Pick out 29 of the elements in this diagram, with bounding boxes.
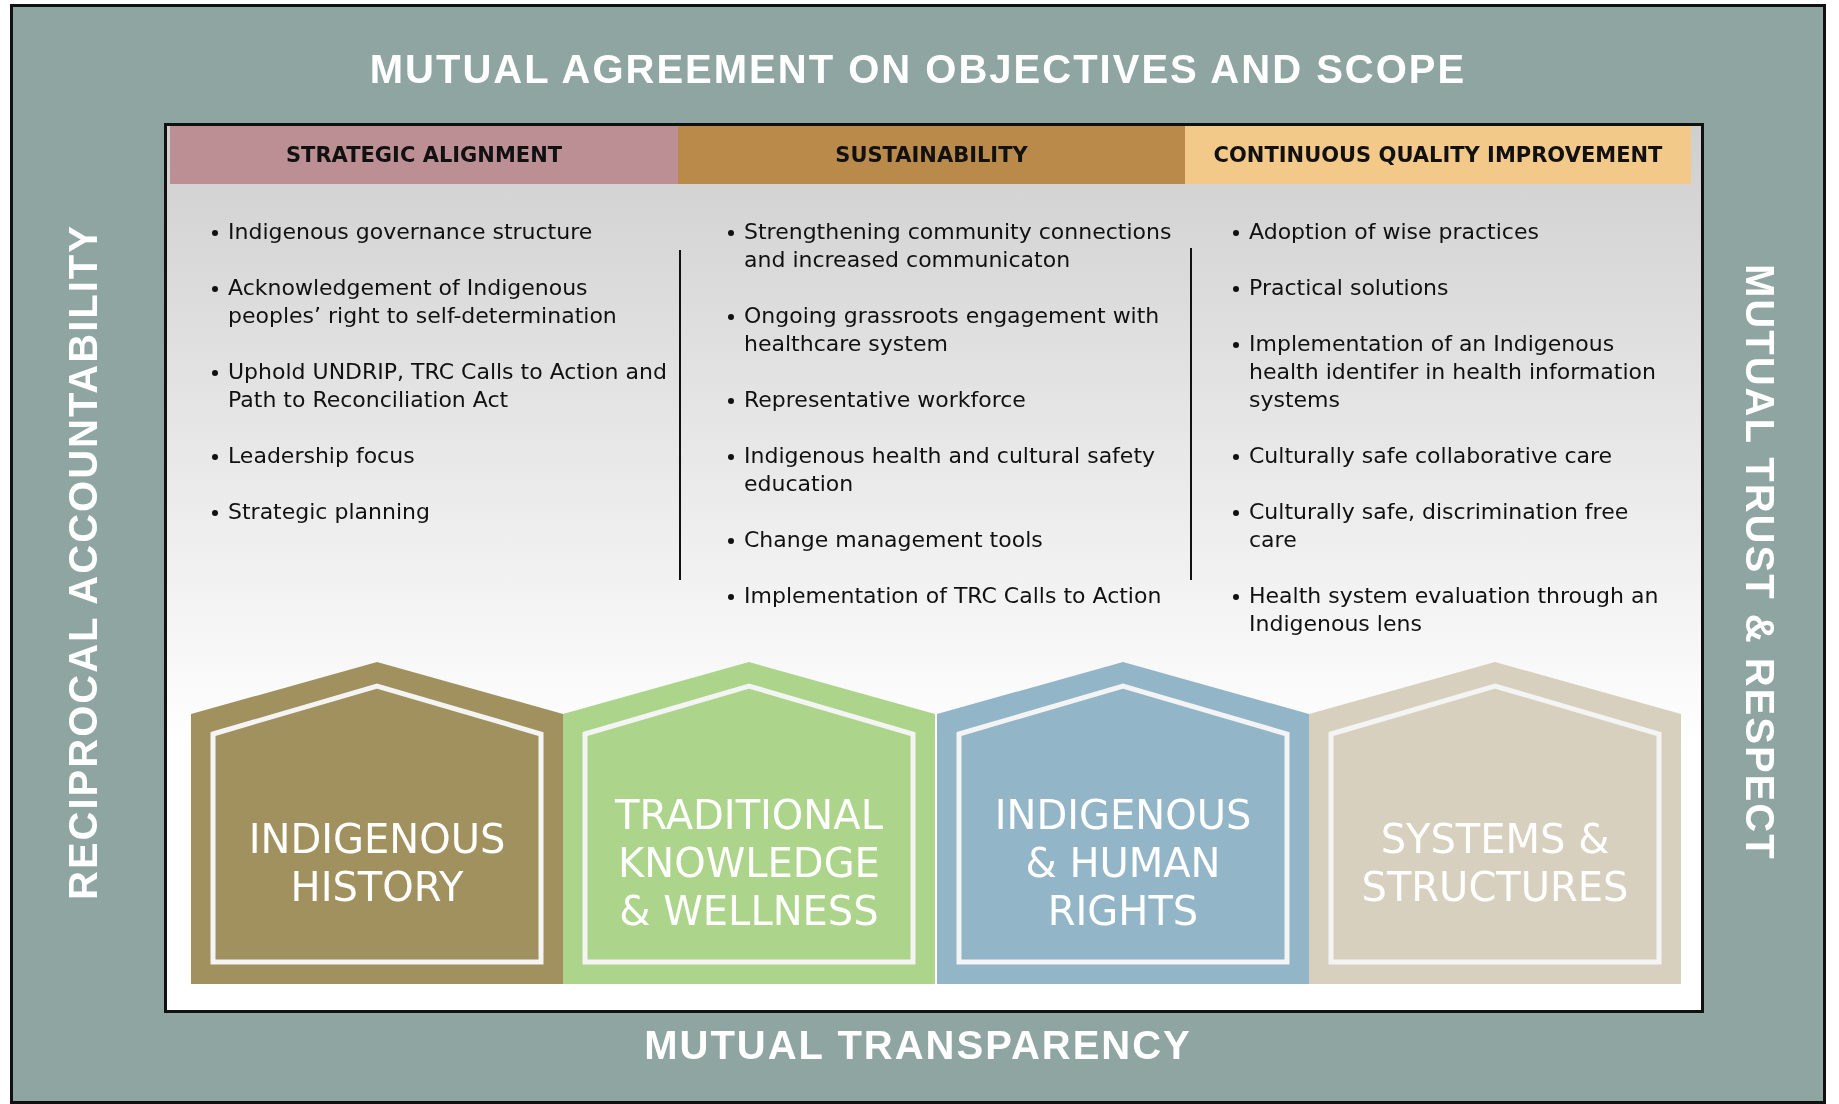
column-header: STRATEGIC ALIGNMENT (170, 126, 678, 184)
outer-frame (10, 4, 1826, 1104)
bullet-item: Ongoing grassroots engagement with healthcare system (726, 302, 1175, 358)
frame-side-label: RECIPROCAL ACCOUNTABILITY (61, 223, 106, 902)
house-label: INDIGENOUS & HUMAN RIGHTS (993, 791, 1253, 936)
bullet-item: Culturally safe collaborative care (1231, 442, 1681, 470)
house-label: TRADITIONAL KNOWLEDGE & WELLNESS (614, 791, 884, 936)
bullet-item: Acknowledgement of Indigenous peoples’ right to self-determination (210, 274, 668, 330)
bullet-item: Representative workforce (726, 386, 1175, 414)
frame-side-label: MUTUAL TRANSPARENCY (643, 1023, 1193, 1068)
bullet-item: Strategic planning (210, 498, 668, 526)
column-header: SUSTAINABILITY (678, 126, 1185, 184)
bullet-item: Uphold UNDRIP, TRC Calls to Action and Path to Reconciliation Act (210, 358, 668, 414)
bullet-item: Practical solutions (1231, 274, 1681, 302)
bullet-item: Change management tools (726, 526, 1175, 554)
bullet-item: Strengthening community connections and increased communicaton (726, 218, 1175, 274)
bullet-item: Leadership focus (210, 442, 668, 470)
bullet-item: Indigenous health and cultural safety education (726, 442, 1175, 498)
frame-side-label: MUTUAL AGREEMENT ON OBJECTIVES AND SCOPE (368, 47, 1468, 92)
house-label: SYSTEMS & STRUCTURES (1360, 815, 1630, 912)
bullet-item: Health system evaluation through an Indigenous lens (1231, 582, 1681, 638)
bullet-item: Culturally safe, discrimination free care (1231, 498, 1681, 554)
column-header: CONTINUOUS QUALITY IMPROVEMENT (1185, 126, 1691, 184)
bullet-item: Adoption of wise practices (1231, 218, 1681, 246)
bullet-item: Implementation of TRC Calls to Action (726, 582, 1175, 610)
bullet-item: Indigenous governance structure (210, 218, 668, 246)
bullet-item: Implementation of an Indigenous health identifer in health information systems (1231, 330, 1681, 414)
house-label: INDIGENOUS HISTORY (247, 815, 507, 912)
frame-side-label: MUTUAL TRUST & RESPECT (1737, 262, 1782, 863)
